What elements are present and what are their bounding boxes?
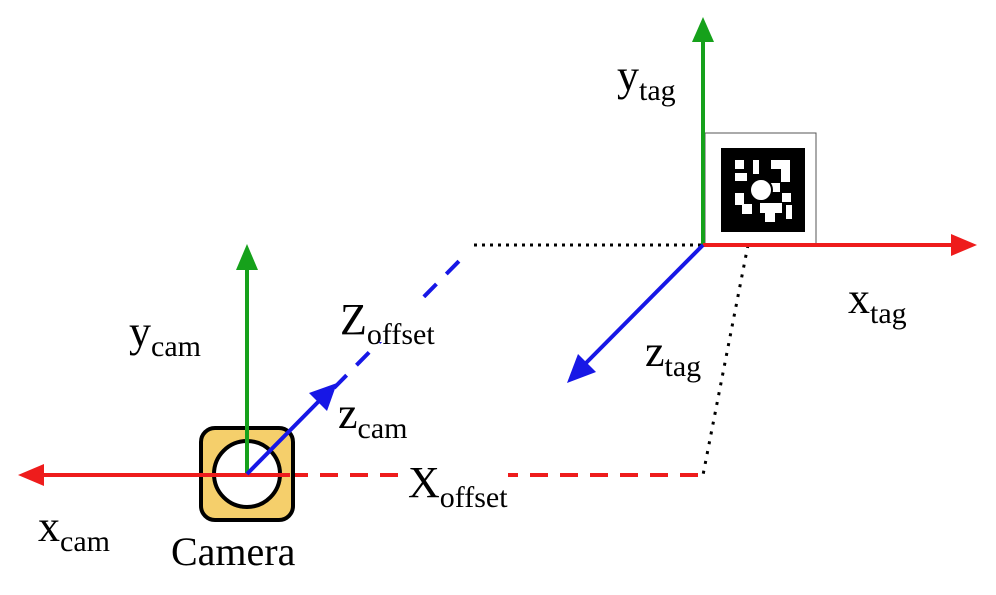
tag-z-arrowhead <box>567 354 596 383</box>
cam-z-axis <box>245 398 322 476</box>
camera-caption: Camera <box>171 529 296 574</box>
tag-y-arrowhead <box>692 17 714 42</box>
tag-x-arrowhead <box>951 234 977 256</box>
apriltag-marker-icon <box>704 132 817 246</box>
z-tag-label: ztag <box>645 327 702 383</box>
tag-z-axis <box>583 243 705 366</box>
y-tag-label: ytag <box>617 51 676 107</box>
z-cam-label: zcam <box>338 389 408 445</box>
cam-z-arrowhead <box>309 383 337 411</box>
cam-y-arrowhead <box>236 244 258 270</box>
y-cam-label: ycam <box>129 307 201 363</box>
z-offset-label: Zoffset <box>340 295 435 351</box>
x-tag-label: xtag <box>848 274 907 330</box>
x-offset-label: Xoffset <box>408 458 508 514</box>
x-cam-label: xcam <box>38 502 110 558</box>
tag-depth-guide <box>701 244 750 476</box>
cam-x-arrowhead <box>18 464 44 486</box>
